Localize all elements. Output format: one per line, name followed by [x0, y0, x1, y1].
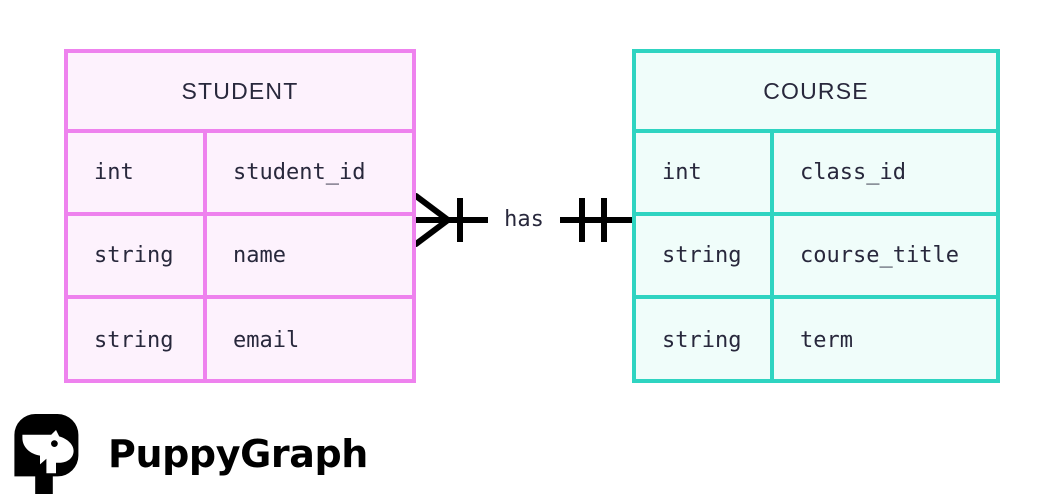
brand-logo-lockup[interactable]: PuppyGraph [8, 414, 368, 494]
attribute-name: class_id [800, 160, 906, 185]
attribute-name: student_id [233, 160, 366, 185]
table-row: string email [68, 299, 412, 382]
table-row: int student_id [68, 133, 412, 216]
entity-student-title: STUDENT [68, 53, 412, 133]
puppygraph-dog-logo-icon [14, 414, 79, 494]
table-row: string name [68, 216, 412, 299]
attribute-type: string [636, 216, 774, 295]
attribute-type: string [636, 299, 774, 382]
relationship-connector[interactable]: has [416, 185, 632, 255]
attribute-name: name [233, 243, 286, 268]
brand-wordmark: PuppyGraph [108, 432, 368, 476]
attribute-type: string [68, 216, 207, 295]
attribute-name: term [800, 328, 853, 353]
table-row: string term [636, 299, 996, 382]
entity-course[interactable]: COURSE int class_id string course_title … [632, 49, 1002, 385]
relationship-label: has [488, 199, 560, 241]
attribute-name: email [233, 328, 300, 353]
attribute-type: int [636, 133, 774, 212]
table-row: int class_id [636, 133, 996, 216]
entity-student[interactable]: STUDENT int student_id string name strin… [64, 49, 418, 385]
attribute-name: course_title [800, 243, 959, 268]
table-row: string course_title [636, 216, 996, 299]
attribute-type: string [68, 299, 207, 382]
attribute-type: int [68, 133, 207, 212]
entity-course-title: COURSE [636, 53, 996, 133]
